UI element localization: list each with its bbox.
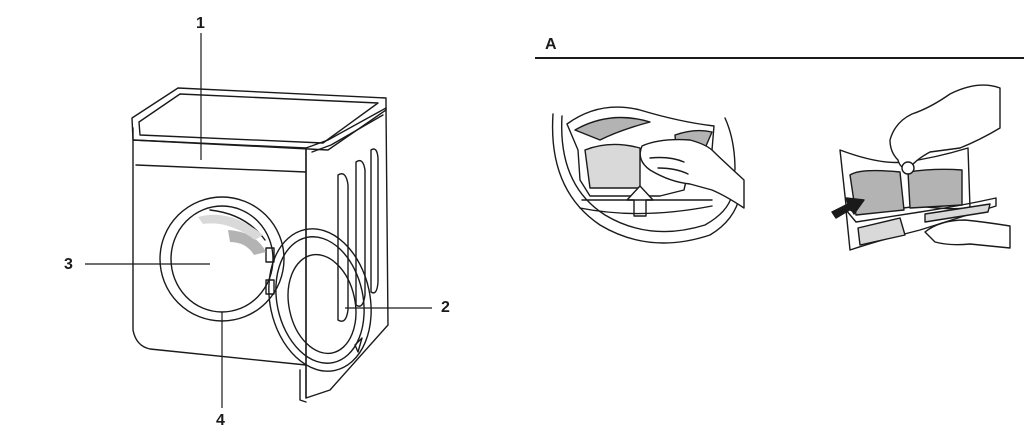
- filter-removal-illustration: [551, 106, 745, 244]
- arrow-right-icon: [831, 197, 865, 219]
- cabinet-side: [305, 107, 389, 399]
- callout-1: 1: [196, 15, 205, 32]
- door-outer: [268, 228, 372, 372]
- section-divider: [535, 57, 1024, 59]
- cabinet-front: [132, 127, 307, 366]
- hand-icon: [889, 84, 1001, 171]
- door-glass: [287, 253, 357, 355]
- hand-icon: [639, 138, 745, 209]
- section-title: A: [545, 36, 557, 53]
- drum-shading: [228, 230, 266, 255]
- callout-4: 4: [216, 412, 225, 429]
- filter-open-illustration: [831, 84, 1011, 251]
- arrow-up-icon: [626, 185, 654, 217]
- callout-2: 2: [441, 299, 450, 316]
- door-frame: [275, 236, 365, 364]
- callout-3: 3: [64, 256, 73, 273]
